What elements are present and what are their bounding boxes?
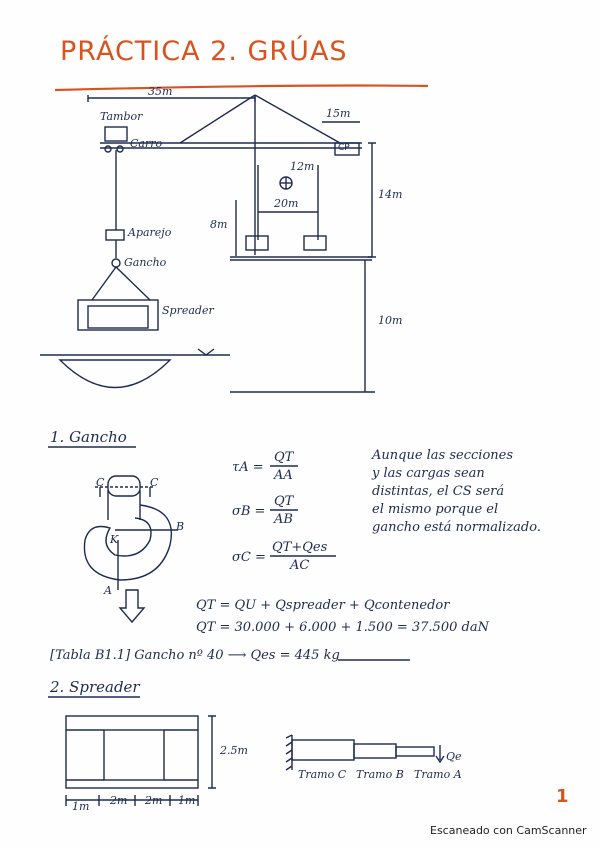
dim-radius-label: 12m xyxy=(290,160,315,173)
qt-line-2: QT = 30.000 + 6.000 + 1.500 = 37.500 daN xyxy=(196,620,489,635)
formula-b-num: QT xyxy=(274,494,294,509)
hook-label-c-right: C xyxy=(150,476,159,489)
page-number: 1 xyxy=(556,786,569,807)
dim-8m-label: 8m xyxy=(210,218,228,231)
crane-diagram xyxy=(40,94,376,393)
note-line-4: el mismo porque el xyxy=(372,502,499,517)
tramo-a-label: Tramo A xyxy=(414,768,462,781)
qt-line-1: QT = QU + Qspreader + Qcontenedor xyxy=(196,598,450,613)
formula-a-num: QT xyxy=(274,450,294,465)
spreader-dim-1: 1m xyxy=(72,800,90,813)
page-title: PRÁCTICA 2. GRÚAS xyxy=(60,36,348,67)
section1-heading: 1. Gancho xyxy=(50,428,127,446)
table-line: [Tabla B1.1] Gancho nº 40 ⟶ Qes = 445 kg xyxy=(50,648,340,663)
note-line-3: distintas, el CS será xyxy=(372,484,505,499)
hook-diagram xyxy=(48,446,410,698)
carro-label: Carro xyxy=(130,137,163,150)
section2-heading: 2. Spreader xyxy=(50,678,140,696)
dim-span-label: 35m xyxy=(148,85,173,98)
tambor-label: Tambor xyxy=(100,110,143,123)
cp-label: CP xyxy=(338,143,350,153)
dim-counter-label: 15m xyxy=(326,107,351,120)
hook-label-b: B xyxy=(176,520,185,533)
tramo-b-label: Tramo B xyxy=(356,768,404,781)
formula-a-lhs: τA = xyxy=(232,460,264,475)
dim-track-label: 20m xyxy=(274,197,299,210)
formula-c-den: AC xyxy=(290,558,310,573)
formula-b-lhs: σB = xyxy=(232,504,266,519)
note-line-2: y las cargas sean xyxy=(372,466,485,481)
note-line-5: gancho está normalizado. xyxy=(372,520,541,535)
formula-c-lhs: σC = xyxy=(232,550,266,565)
spreader-dim-2: 2m xyxy=(110,794,128,807)
hook-label-a: A xyxy=(104,584,112,597)
note-line-1: Aunque las secciones xyxy=(372,448,514,463)
formula-c-num: QT+Qes xyxy=(272,540,328,555)
hook-label-k: K xyxy=(110,533,119,546)
qe-label: Qe xyxy=(446,750,462,763)
spreader-dim-4: 1m xyxy=(178,794,196,807)
aparejo-label: Aparejo xyxy=(128,226,172,239)
spreader-diagram xyxy=(65,715,445,806)
formula-b-den: AB xyxy=(274,512,293,527)
title-underline xyxy=(54,84,429,92)
formula-a-den: AA xyxy=(274,468,293,483)
gancho-label: Gancho xyxy=(124,256,167,269)
spreader-label: Spreader xyxy=(162,304,214,317)
tramo-c-label: Tramo C xyxy=(298,768,347,781)
spreader-dim-height: 2.5m xyxy=(220,744,248,757)
hook-label-c-left: C xyxy=(96,476,105,489)
dim-height-upper-label: 14m xyxy=(378,188,403,201)
spreader-dim-3: 2m xyxy=(145,794,163,807)
scanner-watermark: Escaneado con CamScanner xyxy=(430,824,587,837)
dim-height-lower-label: 10m xyxy=(378,314,403,327)
